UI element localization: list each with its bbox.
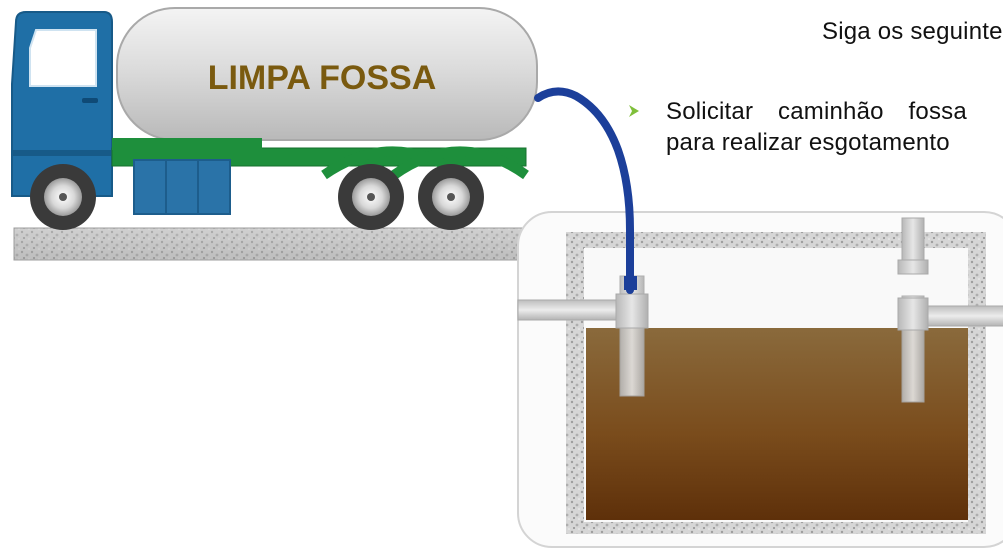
truck-tank <box>116 7 538 141</box>
road-slab <box>13 227 570 261</box>
front-wheel <box>30 164 96 230</box>
green-arrow-bullet-icon <box>629 105 639 117</box>
tank-label: LIMPA FOSSA <box>208 59 437 97</box>
intro-text: Siga os seguinte <box>822 18 1003 45</box>
storage-box <box>133 159 231 215</box>
suction-hose <box>534 87 634 294</box>
rear-wheel-1 <box>338 164 404 230</box>
septic-tank <box>517 211 1003 548</box>
bullet-line-1: Solicitar caminhão fossa <box>666 98 967 125</box>
rear-wheel-2 <box>418 164 484 230</box>
cab-window-icon <box>29 29 97 87</box>
septic-truck: LIMPA FOSSA <box>11 7 538 230</box>
bullet-line-2: para realizar esgotamento <box>666 129 950 156</box>
